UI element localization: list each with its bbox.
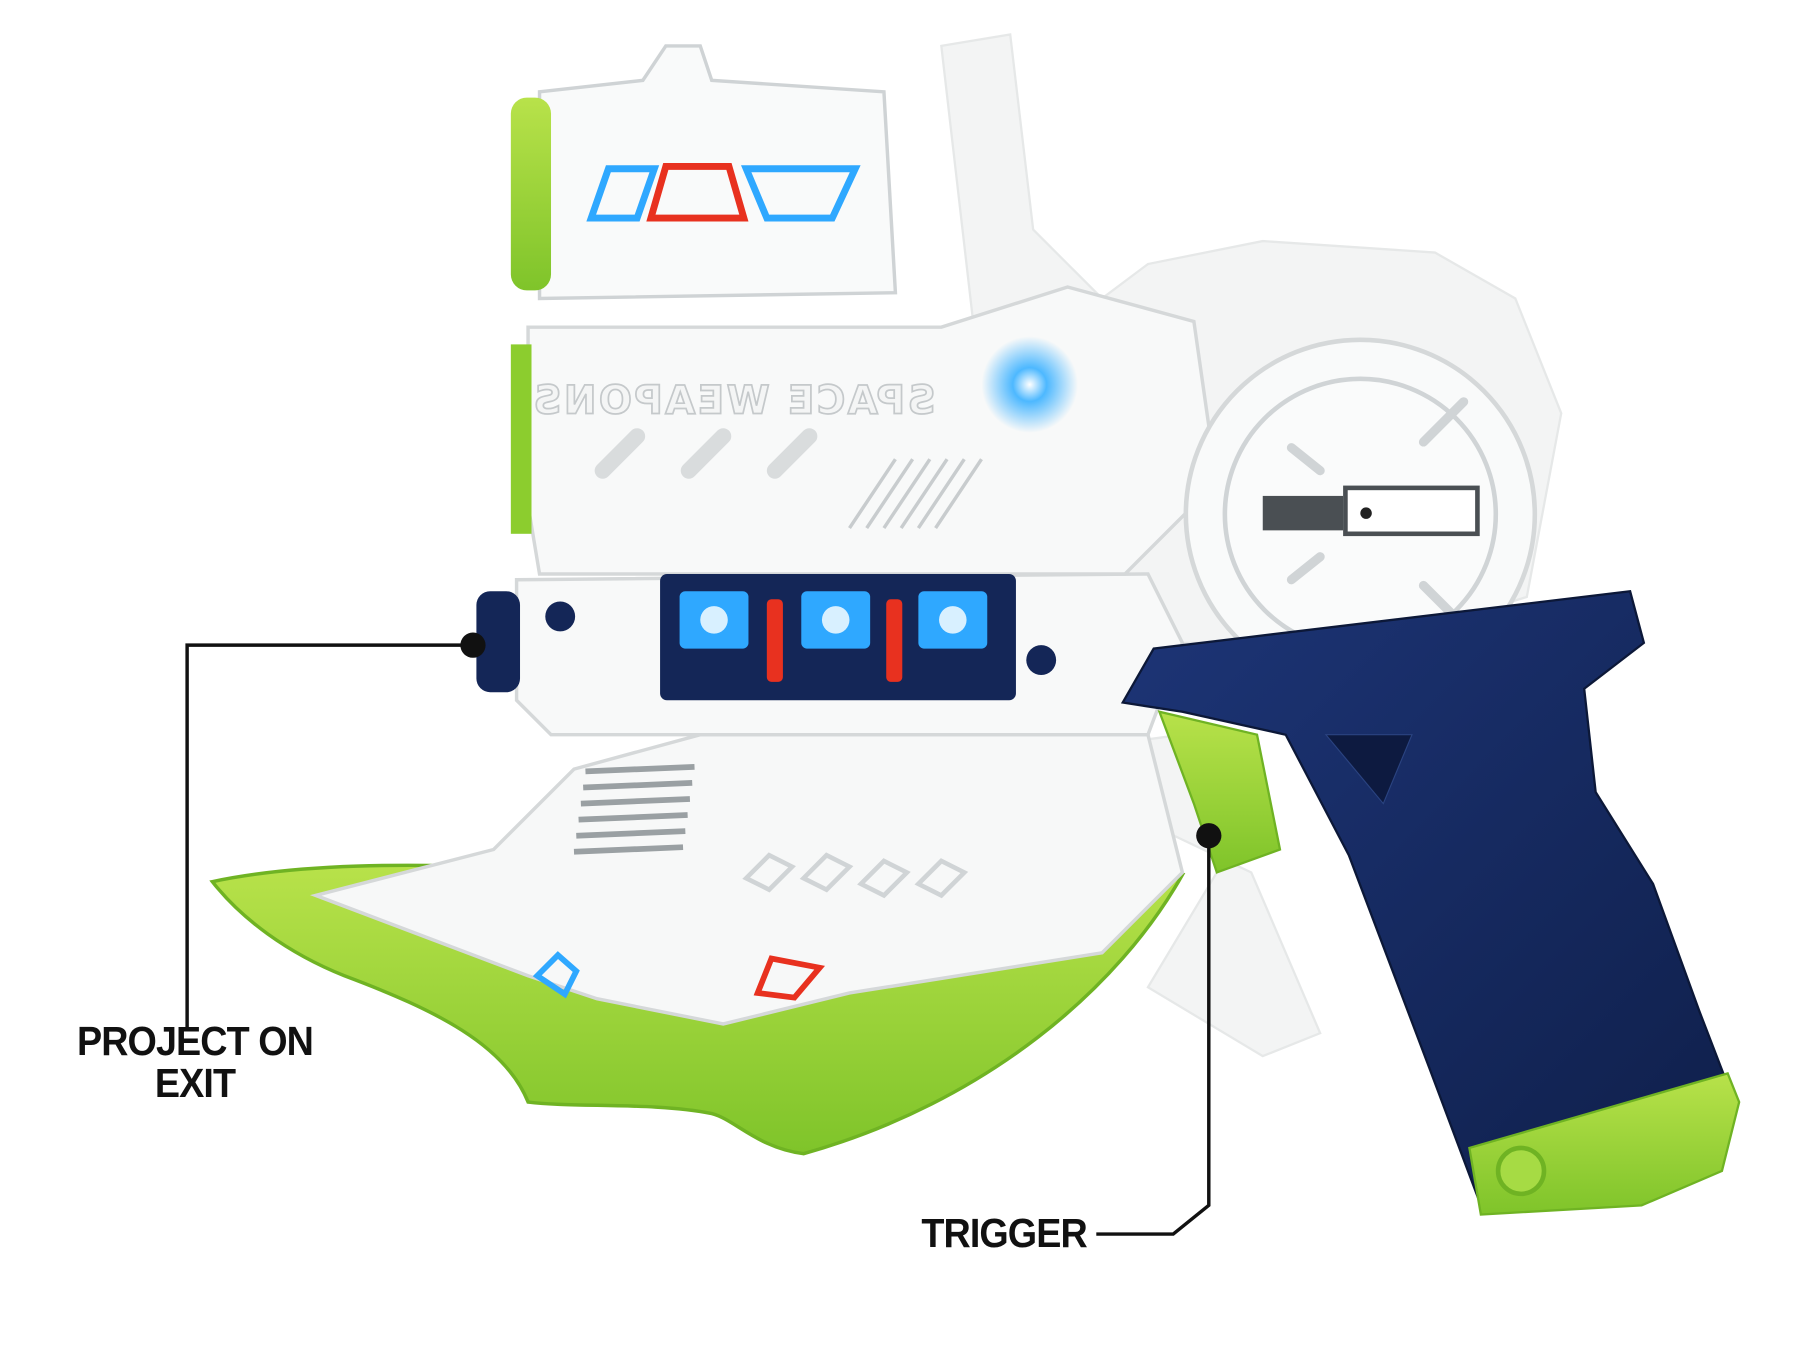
red-light-accent: [753, 955, 826, 1001]
dial-slot: [1262, 495, 1344, 531]
light-modules: [679, 591, 988, 682]
scope-red-lens-center: [646, 163, 749, 222]
scope-green-cap: [510, 97, 552, 291]
green-side-strip: [510, 344, 532, 534]
grip-screw: [1495, 1145, 1547, 1197]
scope-blue-lens-left: [586, 165, 660, 222]
embossed-logo: SPACE WEAPONS: [531, 378, 935, 423]
scope-housing: [537, 44, 898, 301]
grip-handle: [1120, 589, 1730, 1207]
body-screw-left: [545, 601, 576, 632]
upper-body: [526, 285, 1219, 576]
projector-lens-nub: [476, 591, 521, 693]
callout-trigger-label: TRIGGER: [921, 1210, 1087, 1256]
blue-led-glow: [981, 336, 1078, 433]
vent-slots: [573, 763, 695, 855]
grip-texture: [1324, 734, 1413, 805]
body-screw-right: [1026, 645, 1057, 675]
callout-projector-line2: EXIT: [154, 1060, 236, 1106]
callout-projector-label: PROJECT ON EXIT: [43, 1020, 347, 1104]
trigger-guard: [1157, 710, 1282, 874]
blue-light-accent: [532, 951, 580, 999]
callout-projector-line1: PROJECT ON: [76, 1018, 314, 1064]
diagonal-grooves: [742, 852, 969, 899]
callout-projector-line: [185, 632, 486, 1028]
scope-blue-lens-right: [740, 165, 861, 222]
callout-trigger-line: [1096, 823, 1222, 1236]
hatched-panel: [848, 458, 983, 530]
slot-grooves: [594, 428, 818, 479]
dial-pin: [1360, 507, 1372, 519]
